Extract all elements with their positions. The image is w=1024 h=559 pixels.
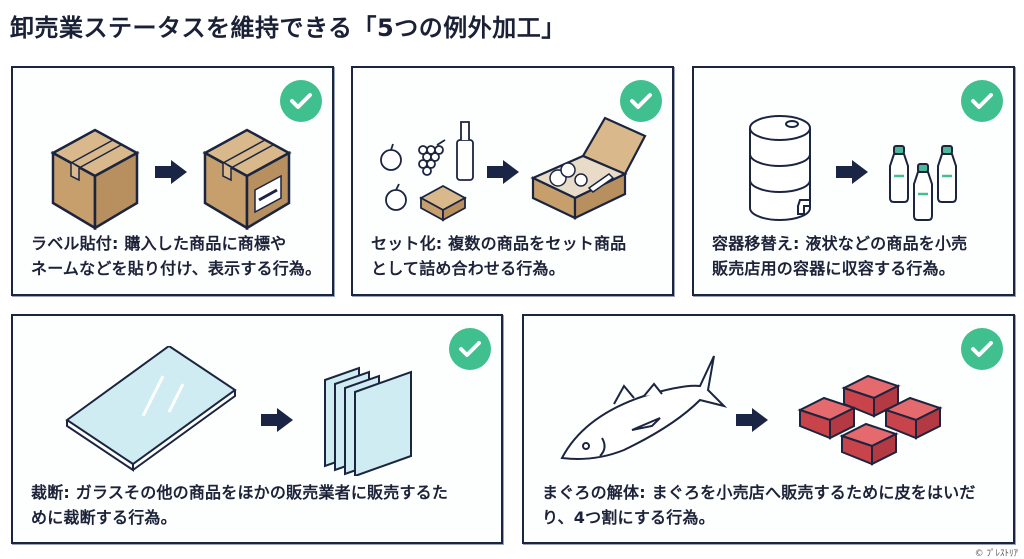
card-label: ラベル貼付: 購入した商品に商標や ネームなどを貼り付け、表示する行為。 [11, 66, 334, 296]
card-tuna: まぐろの解体: まぐろを小売店へ販売するために皮をはいだ り、4つ割にする行為。 [522, 314, 1015, 544]
arrow-right-icon [155, 160, 187, 184]
bottles-icon [889, 145, 957, 221]
drum-barrel-icon [749, 115, 811, 221]
tuna-blocks-icon [797, 374, 943, 466]
fruits-wine-box-icon [380, 121, 474, 222]
check-circle-icon [961, 328, 1003, 370]
arrow-right-icon [836, 160, 868, 184]
check-circle-icon [961, 80, 1003, 122]
illustration [524, 346, 1013, 476]
credit-text: © ﾌﾟﾚｽﾄﾘｱ [974, 549, 1018, 559]
card-container: 容器移替え: 液状などの商品を小売 販売店用の容器に収容する行為。 [692, 66, 1015, 296]
illustration [13, 346, 501, 476]
page-title: 卸売業ステータスを維持できる「5つの例外加工」 [10, 14, 566, 42]
card-cutting: 裁断: ガラスその他の商品をほかの販売業者に販売するた めに裁断する行為。 [11, 314, 503, 544]
description: セット化: 複数の商品をセット商品 として詰め合わせる行為。 [371, 234, 627, 278]
description: まぐろの解体: まぐろを小売店へ販売するために皮をはいだ り、4つ割にする行為。 [542, 483, 976, 527]
illustration [13, 108, 332, 238]
arrow-right-icon [261, 408, 293, 432]
glass-sheet-icon [65, 346, 237, 472]
glass-panes-icon [324, 366, 412, 476]
check-circle-icon [620, 80, 662, 122]
description: 裁断: ガラスその他の商品をほかの販売業者に販売するた めに裁断する行為。 [31, 483, 449, 527]
arrow-right-icon [736, 408, 768, 432]
check-circle-icon [280, 80, 322, 122]
card-set: セット化: 複数の商品をセット商品 として詰め合わせる行為。 [351, 66, 674, 296]
description: ラベル貼付: 購入した商品に商標や ネームなどを貼り付け、表示する行為。 [31, 234, 322, 278]
illustration [694, 108, 1013, 238]
cardboard-box-icon [50, 128, 140, 231]
check-circle-icon [449, 328, 491, 370]
gift-box-icon [530, 116, 647, 220]
labeled-box-icon [202, 128, 292, 231]
tuna-fish-icon [560, 355, 728, 460]
description: 容器移替え: 液状などの商品を小売 販売店用の容器に収容する行為。 [712, 234, 968, 278]
arrow-right-icon [487, 160, 519, 184]
illustration [353, 108, 672, 238]
